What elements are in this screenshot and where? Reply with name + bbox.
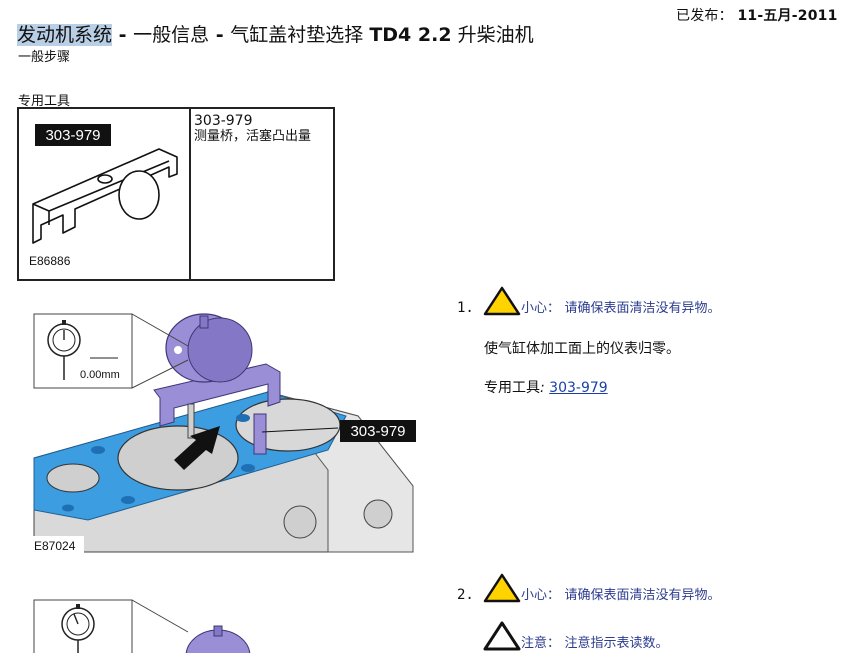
tool-description: 测量桥，活塞凸出量 — [194, 129, 312, 144]
step-1-special-tool: 专用工具: 303-979 — [484, 380, 608, 396]
figure-code: E87024 — [34, 539, 76, 553]
title-section: 发动机系统 — [17, 24, 113, 46]
engine-block-illustration-2 — [33, 599, 251, 657]
page-title: 发动机系统 - 一般信息 - 气缸盖衬垫选择 TD4 2.2 升柴油机 — [17, 24, 534, 46]
special-tools-label: 专用工具 — [18, 94, 71, 109]
tool-tag-box — [35, 124, 111, 146]
note-label: 注意： — [521, 636, 561, 651]
caution-icon — [483, 573, 521, 603]
note-icon — [483, 621, 521, 651]
caution-text: 请确保表面清洁没有异物。 — [564, 301, 721, 316]
step-1: 1. 小心： 请确保表面清洁没有异物。 — [457, 286, 720, 316]
note-text: 注意指示表读数。 — [564, 636, 669, 651]
published-date: 已发布： 11-五月-2011 — [676, 8, 838, 24]
step-2: 2. 小心： 请确保表面清洁没有异物。 — [457, 573, 720, 603]
special-tools-table: 303-979 E86886 303-979 测量桥，活塞凸出量 — [17, 107, 335, 281]
step-number: 2. — [457, 587, 474, 603]
tool-number: 303-979 — [194, 113, 253, 129]
tool-link[interactable]: 303-979 — [549, 380, 608, 396]
figure-dial-gauge-zero: 0.00mm 303-979 E87024 — [28, 300, 418, 562]
step-number: 1. — [457, 300, 474, 316]
step-1-instruction: 使气缸体加工面上的仪表归零。 — [484, 341, 680, 357]
caution-icon — [483, 286, 521, 316]
figure-callout: 303-979 — [350, 423, 405, 440]
measuring-bridge-drawing: 303-979 E86886 — [29, 124, 178, 268]
caution-label: 小心： — [521, 588, 561, 603]
tool-info: 303-979 测量桥，活塞凸出量 — [191, 109, 333, 279]
tool-image-code: E86886 — [29, 254, 71, 268]
caution-label: 小心： — [521, 301, 561, 316]
tool-tag-label: 303-979 — [45, 127, 100, 144]
gauge-reading: 0.00mm — [80, 369, 120, 381]
caution-text: 请确保表面清洁没有异物。 — [564, 588, 721, 603]
page-subtitle: 一般步骤 — [18, 50, 71, 65]
engine-block-illustration: 0.00mm 303-979 E87024 — [32, 313, 416, 554]
figure-dial-gauge-2 — [28, 596, 258, 657]
step-2-note: 注意： 注意指示表读数。 — [483, 621, 668, 651]
tool-illustration: 303-979 E86886 — [19, 109, 191, 279]
